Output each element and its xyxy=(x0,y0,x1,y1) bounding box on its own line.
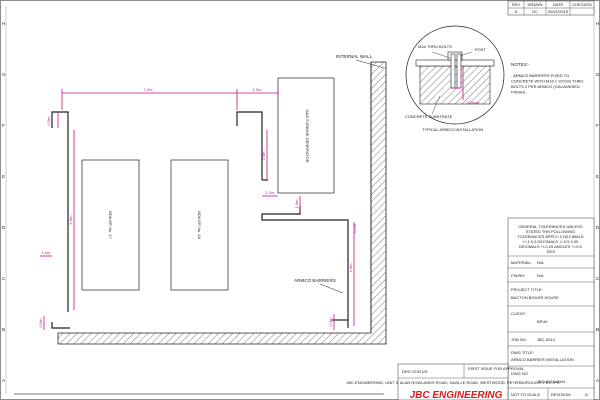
revision-value: A xyxy=(585,392,588,397)
dim-top-right: 1.0m xyxy=(253,87,263,92)
jbc-logo: JBC ENGINEERING xyxy=(410,390,503,400)
boiler-17-label: BOILER No. 17 xyxy=(108,211,113,239)
boiler-18-label: BOILER No. 18 xyxy=(197,211,202,239)
zone-letters-left: H G F E D C B A xyxy=(2,21,6,383)
detail-dim-label: 120mm xyxy=(466,100,480,105)
footer-strip xyxy=(14,393,384,395)
material-value: N/A xyxy=(537,260,544,265)
dim-bottom-left: 0.5m xyxy=(38,318,43,328)
zone-letter: C xyxy=(2,276,6,281)
dim-left-return: 0.5m xyxy=(46,116,51,126)
zone-letter: D xyxy=(596,225,600,230)
rev-row-drawn: DC xyxy=(532,9,538,14)
job-label: JOB NO. xyxy=(511,337,527,342)
rev-header-checked: CHECKED xyxy=(572,2,592,7)
dim-left-vertical: 5.5m xyxy=(68,215,73,225)
rev-row-date: 02/01/2015 xyxy=(548,9,569,14)
zone-letter: A xyxy=(596,378,600,383)
dim-top-run: 7.2m xyxy=(144,87,154,92)
dwg-title-value: ARMCO BARRIER INSTALLATION xyxy=(511,357,574,362)
dim-turbine-side: 2.0m xyxy=(261,151,266,161)
dim-turbine-gap: 1.2m xyxy=(266,190,276,195)
project-value: BACTON BOILER HOUSE xyxy=(511,295,559,300)
client-value: BPUK xyxy=(537,319,548,324)
detail-concrete-label: CONCRETE SUBSTRATE xyxy=(405,114,453,119)
svg-text:JBC ENGINEERING: JBC ENGINEERING xyxy=(410,390,503,400)
detail-post-label: POST xyxy=(475,47,486,52)
internal-wall xyxy=(57,61,387,345)
company-address: JBC ENGINEERING, UNIT 3, ALAN ROWLANDS R… xyxy=(346,380,559,385)
zone-letter: B xyxy=(2,327,5,332)
zone-letter: F xyxy=(2,123,5,128)
dim-right-end: 0.5m xyxy=(352,223,357,233)
zone-letter: A xyxy=(2,378,6,383)
zone-letter: C xyxy=(596,276,600,281)
title-block xyxy=(397,217,595,400)
internal-wall-label: INTERNAL WALL xyxy=(336,54,373,59)
zone-letter: F xyxy=(596,123,599,128)
notes-text: - ARMCO BARRIERS FIXED TO CONCRETE WITH … xyxy=(511,73,585,95)
armco-barrier-label: ARMCO BARRIERS xyxy=(294,278,336,283)
gas-turbine-label: GAS TURBINE GENERATOR xyxy=(305,109,310,162)
dwg-no-label: DWG NO. xyxy=(511,371,529,376)
notes-title: NOTES:- xyxy=(511,62,530,67)
internal-wall-leader xyxy=(355,59,385,69)
client-label: CLIENT: xyxy=(511,311,526,316)
zone-letter: D xyxy=(2,225,6,230)
zone-letter: E xyxy=(596,174,599,179)
material-label: MATERIAL: xyxy=(511,260,532,265)
zone-letter: G xyxy=(2,72,6,77)
dim-turbine-bottom: 1.0m xyxy=(294,199,299,209)
rev-header-date: DATE xyxy=(553,2,564,7)
zone-letter: E xyxy=(2,174,5,179)
zone-letter: B xyxy=(596,327,599,332)
project-label: PROJECT TITLE: xyxy=(511,287,543,292)
rev-header-rev: REV xyxy=(512,2,521,7)
detail-caption: TYPICAL ARMCO INSTALLATION xyxy=(422,127,483,132)
zone-letters-right: H G F E D C B A xyxy=(596,21,600,383)
dwg-title-label: DWG TITLE: xyxy=(511,350,534,355)
finish-label: FINISH: xyxy=(511,273,525,278)
revision-label: REVISION: xyxy=(551,392,571,397)
zone-letter: G xyxy=(596,72,600,77)
tolerances: GENERAL TOLERANCES UNLESS STATED THE FOL… xyxy=(517,224,584,254)
zone-letter: H xyxy=(2,21,5,26)
finish-value: N/A xyxy=(537,273,544,278)
dwg-no-value: JBC-0013-0004 xyxy=(537,379,566,384)
dim-lower-left: 1.0m xyxy=(42,250,52,255)
dim-bottom-right: 0.3m xyxy=(328,317,333,327)
dimension-lines xyxy=(40,89,355,330)
rev-row-rev: A xyxy=(515,9,518,14)
dim-right-vertical: 4.0m xyxy=(348,263,353,273)
boiler-18 xyxy=(170,159,229,291)
scale-value: NOT TO SCALE xyxy=(511,392,540,397)
revision-table xyxy=(507,0,595,16)
job-value: JBC-0013 xyxy=(537,337,556,342)
gas-turbine-generator xyxy=(277,77,335,194)
detail-view xyxy=(405,25,505,125)
drg-status-label: DRG STATUS: xyxy=(402,369,428,374)
detail-bolt-label: M16 THRU BOLTS xyxy=(418,44,452,49)
zone-letter: H xyxy=(596,21,599,26)
boiler-17 xyxy=(81,159,140,291)
armco-barrier-leader xyxy=(319,283,344,294)
rev-header-drawn: DRAWN xyxy=(528,2,543,7)
drg-status-value: FIRST ISSUE FOR APPROVAL xyxy=(468,366,525,371)
